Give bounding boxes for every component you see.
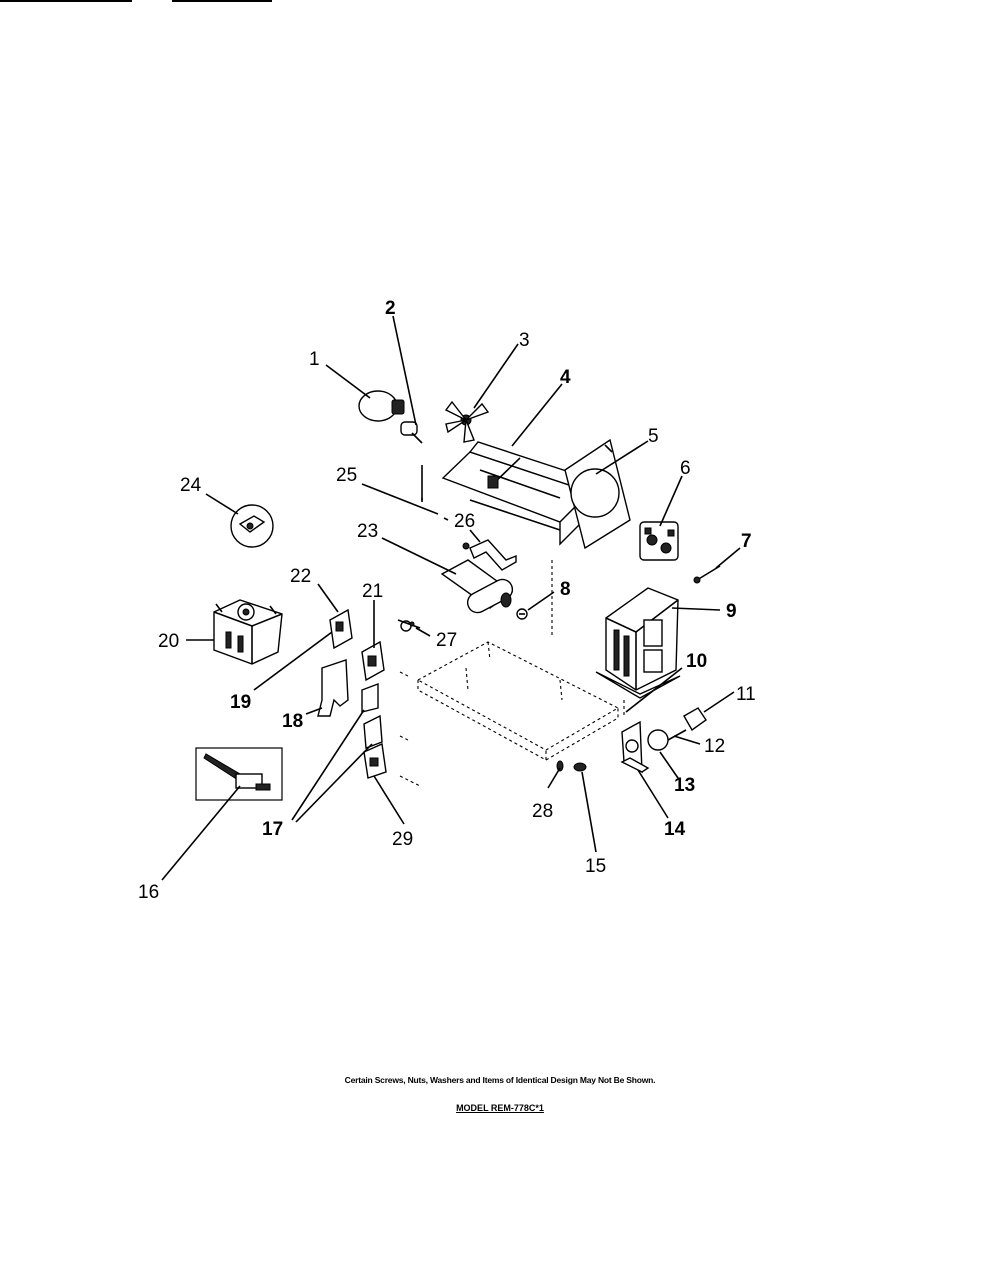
leader-4 [511, 383, 563, 447]
top-edge-rule-right [172, 0, 272, 2]
callout-21: 21 [362, 581, 383, 602]
leader-28 [547, 767, 561, 789]
part-2-lamp-socket [400, 421, 423, 444]
part-21-switch [361, 640, 385, 682]
leader-3 [473, 343, 519, 409]
leader-1 [325, 364, 371, 399]
part-1-lamp-bulb [358, 390, 405, 422]
leader-27 [415, 627, 431, 637]
part-13-thermal-cutout [647, 729, 669, 751]
callout-2: 2 [385, 298, 396, 319]
callout-13: 13 [674, 775, 695, 796]
base-plate-outline [399, 560, 625, 787]
callout-7: 7 [741, 531, 752, 552]
callout-20: 20 [158, 631, 179, 652]
callout-27: 27 [436, 630, 457, 651]
callout-1: 1 [309, 349, 320, 370]
leader-16 [161, 785, 241, 881]
leader-22 [317, 583, 339, 613]
part-22-switch [329, 608, 353, 650]
leader-8 [527, 591, 555, 611]
leader-14 [637, 769, 669, 819]
callout-14: 14 [664, 819, 686, 840]
model-number-label: MODEL REM-778C*1 [456, 1103, 544, 1113]
callout-29: 29 [392, 829, 413, 850]
part-14-bracket [620, 720, 650, 774]
leader-24 [205, 493, 239, 515]
part-28-screw [556, 760, 564, 772]
leader-12 [673, 735, 701, 745]
part-8-screw [516, 608, 528, 620]
footnote-disclaimer: Certain Screws, Nuts, Washers and Items … [344, 1075, 656, 1085]
callout-17: 17 [262, 819, 283, 840]
callout-12: 12 [704, 736, 725, 757]
callout-26: 26 [454, 511, 475, 532]
leader-25 [361, 483, 449, 521]
leader-13 [659, 751, 679, 779]
callout-8: 8 [560, 579, 571, 600]
leader-11 [703, 691, 735, 713]
leader-6 [659, 475, 683, 527]
part-29-switch [363, 742, 387, 779]
part-23-capacitor [440, 559, 514, 614]
part-5-motor-bracket [564, 438, 631, 550]
leader-9 [671, 607, 721, 611]
part-7-screw [693, 565, 721, 584]
leader-19 [253, 631, 333, 691]
leader-17a [291, 709, 365, 821]
callout-9: 9 [726, 601, 737, 622]
part-6-fan-motor [639, 521, 679, 561]
part-18-actuator-lever [317, 659, 349, 717]
leader-26 [469, 529, 481, 543]
leader-23 [381, 537, 457, 575]
leader-5 [595, 440, 649, 475]
part-16-fuse-inset [195, 747, 283, 801]
callout-10: 10 [686, 651, 707, 672]
callout-6: 6 [680, 458, 691, 479]
callout-24: 24 [180, 475, 202, 496]
part-27-screw-assembly [397, 619, 421, 632]
part-26-capacitor-bracket [462, 539, 517, 571]
leader-29 [373, 775, 405, 825]
leader-7 [715, 547, 741, 569]
top-edge-rule-left [0, 0, 132, 2]
part-11-clip [683, 707, 707, 732]
callout-3: 3 [519, 330, 530, 351]
callout-16: 16 [138, 882, 159, 903]
part-24-fuse-holder [230, 504, 274, 548]
callout-25: 25 [336, 465, 357, 486]
part-12-screw [667, 729, 687, 741]
callout-23: 23 [357, 521, 378, 542]
callout-22: 22 [290, 566, 311, 587]
part-20-magnetron [213, 599, 283, 665]
callout-labels: 1 2 3 4 5 6 7 8 9 10 11 12 13 14 15 16 1… [138, 298, 756, 903]
part-15-grommet [573, 762, 587, 772]
leader-2 [392, 315, 417, 426]
leader-10 [625, 667, 683, 713]
leader-17b [295, 743, 373, 823]
leader-15 [581, 771, 597, 853]
callout-5: 5 [648, 426, 659, 447]
part-9-transformer [595, 587, 681, 699]
leader-18 [305, 707, 323, 715]
part-17-switch-pair [361, 682, 383, 749]
callout-18: 18 [282, 711, 303, 732]
callout-15: 15 [585, 856, 606, 877]
callout-19: 19 [230, 692, 251, 713]
callout-11: 11 [736, 684, 756, 705]
callout-4: 4 [560, 367, 571, 388]
callout-28: 28 [532, 801, 553, 822]
part-3-fan-blade [444, 400, 490, 443]
leader-lines [161, 315, 741, 881]
